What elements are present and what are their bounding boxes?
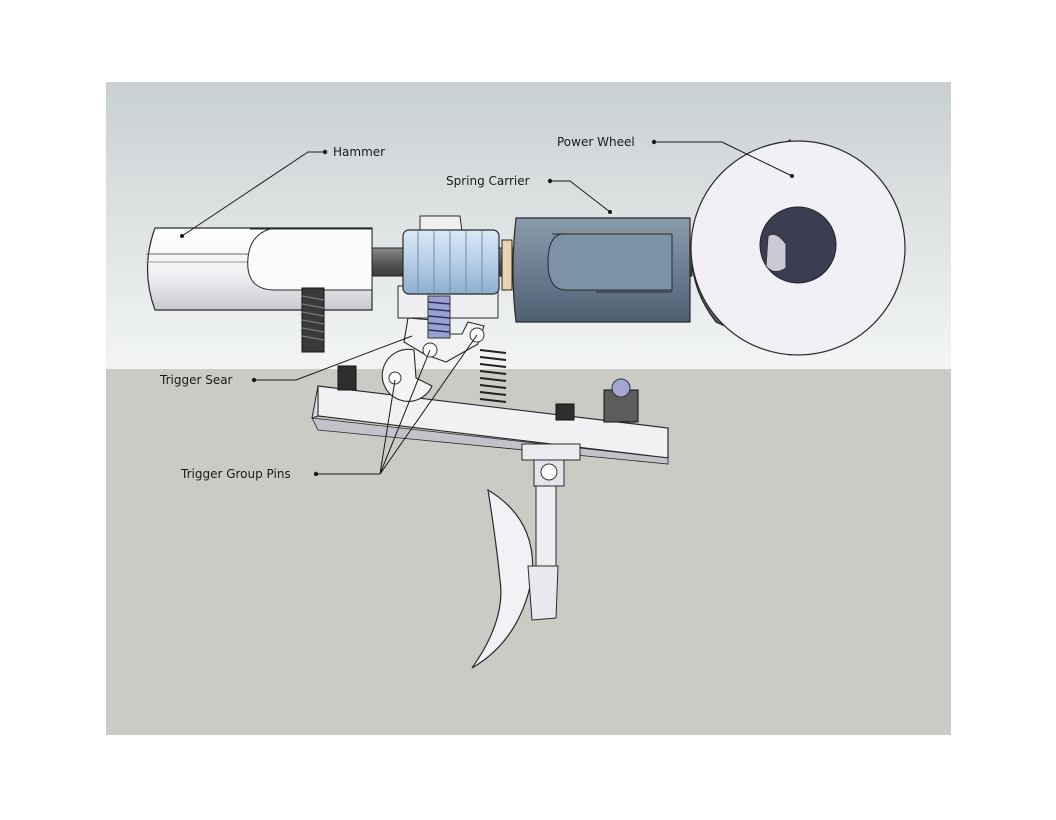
washer [501, 239, 513, 291]
power-wheel-part [690, 138, 906, 356]
label-trigger-group-pins: Trigger Group Pins [180, 467, 291, 481]
gear-part [402, 229, 500, 295]
spring-carrier-part [512, 217, 691, 323]
power-wheel-leader [654, 141, 793, 177]
leader-dots [180, 139, 794, 477]
sear-spring [427, 295, 451, 339]
trigger-blade-part [471, 443, 581, 669]
hammer-leader [181, 151, 325, 237]
hammer-part [146, 227, 373, 353]
spring-carrier-leader [550, 180, 611, 213]
trigger-sear-leader [254, 335, 413, 381]
label-power-wheel: Power Wheel [557, 135, 635, 149]
leader-lines [181, 141, 793, 475]
label-hammer: Hammer [333, 145, 385, 159]
label-spring-carrier: Spring Carrier [446, 174, 530, 188]
label-trigger-sear: Trigger Sear [159, 373, 233, 387]
sear-disc [381, 348, 433, 402]
trigger-spring [479, 349, 507, 403]
